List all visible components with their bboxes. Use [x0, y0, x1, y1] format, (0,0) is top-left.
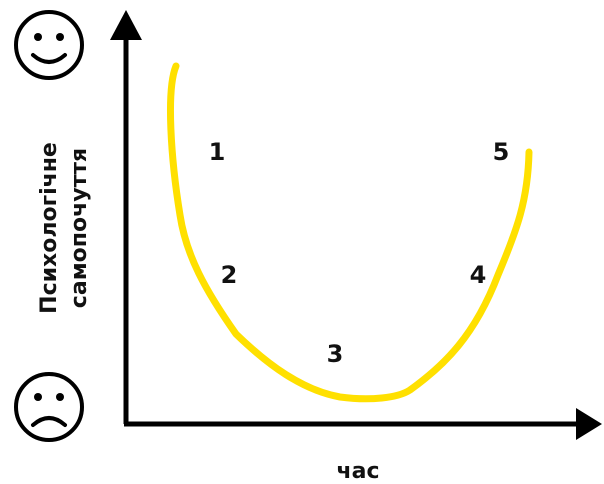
x-axis-label: час: [337, 459, 380, 484]
stage-label-3: 3: [327, 340, 344, 368]
stage-label-4: 4: [470, 261, 487, 289]
y-axis-label-line2: самопочуття: [67, 148, 92, 308]
wellbeing-curve: [166, 62, 533, 403]
sad-face-icon: [14, 372, 84, 442]
stage-label-2: 2: [221, 261, 238, 289]
y-axis-label: Психологічне самопочуття: [37, 142, 92, 314]
axes: [110, 10, 602, 440]
stage-label-5: 5: [493, 138, 510, 166]
y-axis-arrow: [110, 10, 142, 40]
x-axis-arrow: [576, 408, 602, 440]
stage-label-1: 1: [209, 138, 226, 166]
y-axis-label-line1: Психологічне: [37, 142, 62, 314]
happy-face-icon: [14, 10, 84, 80]
